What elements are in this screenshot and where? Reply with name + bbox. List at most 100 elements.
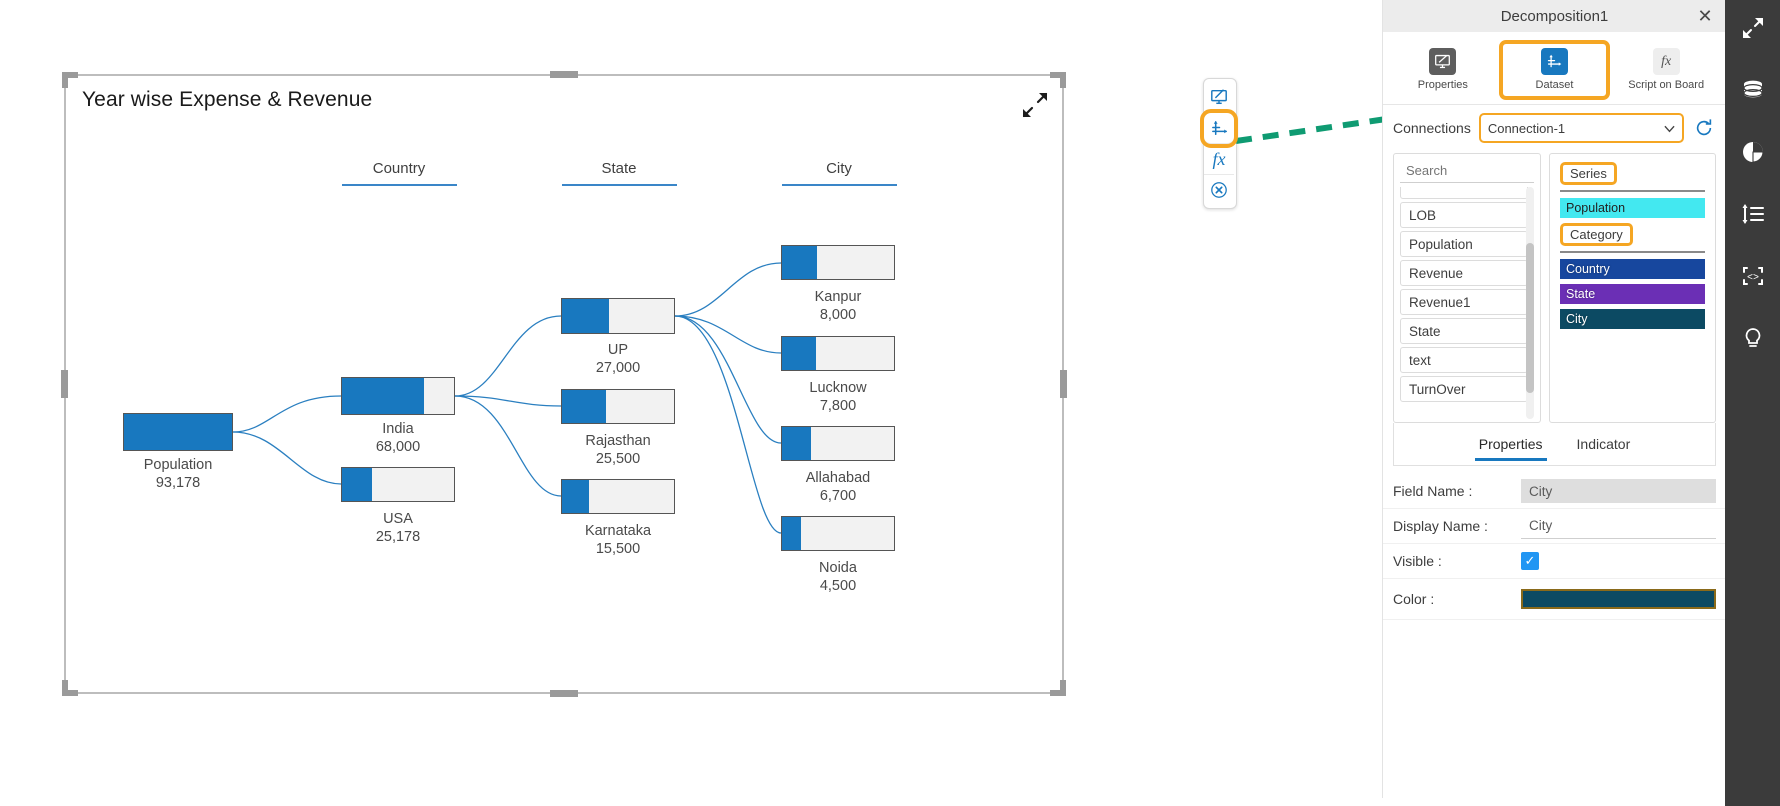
page-title: Year wise Expense & Revenue <box>82 88 373 111</box>
script-fx-icon: fx <box>1652 48 1680 75</box>
dataset-icon[interactable] <box>1200 109 1238 148</box>
tree-node-usa[interactable] <box>341 467 455 502</box>
resize-handle-top-left-v[interactable] <box>62 72 68 88</box>
function-icon[interactable]: fx <box>1204 144 1234 175</box>
fields-list-box: LOB Population Revenue Revenue1 State te… <box>1393 153 1541 423</box>
tree-node-lucknow[interactable] <box>781 336 895 371</box>
node-bar-fill <box>782 427 812 460</box>
connection-select[interactable]: Connection-1 <box>1478 113 1684 143</box>
column-header-rule <box>781 184 897 186</box>
row-display-name: Display Name : City <box>1383 509 1726 544</box>
resize-handle-bottom-right[interactable] <box>1050 690 1066 696</box>
list-item[interactable]: Revenue <box>1400 260 1528 286</box>
field-item-partial[interactable] <box>1400 187 1528 199</box>
tab-script-on-board[interactable]: fx Script on Board <box>1610 40 1722 100</box>
close-circle-icon[interactable] <box>1204 175 1234 205</box>
tree-node-kanpur-label: Kanpur 8,000 <box>814 289 862 323</box>
pie-chart-icon[interactable] <box>1733 132 1773 172</box>
refresh-icon[interactable] <box>1692 116 1716 140</box>
color-swatch[interactable] <box>1521 589 1716 609</box>
expand-arrows-icon[interactable] <box>1018 88 1052 122</box>
tab-properties[interactable]: Properties <box>1387 40 1499 100</box>
expand-icon[interactable] <box>1733 8 1773 48</box>
tree-node-allahabad[interactable] <box>781 426 895 461</box>
tree-node-up[interactable] <box>561 298 675 334</box>
row-field-name: Field Name : City <box>1383 474 1726 509</box>
column-header-rule <box>341 184 457 186</box>
tab-script-label: Script on Board <box>1628 79 1705 91</box>
database-icon[interactable] <box>1733 70 1773 110</box>
resize-handle-bottom-right-v[interactable] <box>1060 680 1066 696</box>
field-name-value: City <box>1521 479 1716 503</box>
resize-handle-top-center[interactable] <box>550 71 578 78</box>
category-chip-country[interactable]: Country <box>1560 259 1705 279</box>
resize-handle-left-center[interactable] <box>61 370 68 398</box>
resize-handle-bottom-center[interactable] <box>550 690 578 697</box>
code-brackets-icon[interactable]: <> <box>1733 256 1773 296</box>
properties-form: Field Name : City Display Name : City Vi… <box>1383 474 1726 620</box>
fields-scrollbar[interactable] <box>1526 187 1534 419</box>
tree-node-allahabad-label: Allahabad 6,700 <box>805 470 871 504</box>
category-chip-state[interactable]: State <box>1560 284 1705 304</box>
panel-title: Decomposition1 <box>1500 7 1609 25</box>
node-bar-fill <box>782 337 816 370</box>
search-input[interactable] <box>1400 160 1534 183</box>
resize-handle-top-right-v[interactable] <box>1060 72 1066 88</box>
tree-node-rajasthan-label: Rajasthan 25,500 <box>585 433 651 467</box>
bins-box: Series Population Category Country State… <box>1549 153 1716 423</box>
column-header-state: State <box>561 160 677 186</box>
tree-connectors <box>232 262 782 534</box>
tree-node-usa-label: USA 25,178 <box>375 511 421 545</box>
resize-handle-top-right[interactable] <box>1050 72 1066 78</box>
widget-floating-toolbar[interactable]: fx <box>1200 78 1238 209</box>
tree-node-up-label: UP 27,000 <box>595 342 641 376</box>
dataset-axis-icon <box>1541 48 1568 75</box>
list-item[interactable]: text <box>1400 347 1528 373</box>
resize-handle-right-center[interactable] <box>1060 370 1067 398</box>
tab-indicator[interactable]: Indicator <box>1576 436 1631 452</box>
row-color: Color : <box>1383 579 1726 620</box>
chevron-down-icon <box>1664 121 1675 136</box>
connection-select-value: Connection-1 <box>1487 120 1566 136</box>
properties-monitor-icon <box>1429 48 1457 75</box>
node-bar-fill <box>124 414 232 450</box>
visible-checkbox[interactable]: ✓ <box>1521 552 1539 570</box>
series-chip-population[interactable]: Population <box>1560 198 1705 218</box>
tree-node-noida[interactable] <box>781 516 895 551</box>
tree-node-rajasthan[interactable] <box>561 389 675 424</box>
list-settings-icon[interactable] <box>1733 194 1773 234</box>
svg-text:<>: <> <box>1746 273 1758 284</box>
list-item[interactable]: Population <box>1400 231 1528 257</box>
properties-icon[interactable] <box>1204 82 1234 113</box>
list-item[interactable]: TurnOver <box>1400 376 1528 402</box>
series-bin-header: Series <box>1560 162 1617 185</box>
fields-scroll-area[interactable]: LOB Population Revenue Revenue1 State te… <box>1400 187 1534 419</box>
tree-node-lucknow-label: Lucknow 7,800 <box>809 380 867 414</box>
panel-title-bar: Decomposition1 ✕ <box>1383 0 1726 32</box>
tree-node-root[interactable] <box>123 413 233 451</box>
column-header-country: Country <box>341 160 457 186</box>
list-item[interactable]: LOB <box>1400 202 1528 228</box>
category-chip-city[interactable]: City <box>1560 309 1705 329</box>
tab-dataset[interactable]: Dataset <box>1498 40 1611 100</box>
list-item[interactable]: State <box>1400 318 1528 344</box>
resize-handle-bottom-left[interactable] <box>62 690 78 696</box>
node-bar-fill <box>562 480 589 513</box>
resize-handle-bottom-left-v[interactable] <box>62 680 68 696</box>
widget-selection-frame[interactable] <box>61 71 1067 697</box>
tree-node-karnataka[interactable] <box>561 479 675 514</box>
node-bar-fill <box>782 246 817 279</box>
visible-label: Visible : <box>1393 553 1442 569</box>
tab-properties-sub[interactable]: Properties <box>1474 427 1547 461</box>
list-item[interactable]: Revenue1 <box>1400 289 1528 315</box>
lightbulb-icon[interactable] <box>1733 318 1773 358</box>
node-bar-fill <box>342 468 373 501</box>
tree-node-kanpur[interactable] <box>781 245 895 280</box>
chart-canvas: Year wise Expense & Revenue Country Stat… <box>61 71 1530 697</box>
resize-handle-top-left[interactable] <box>62 72 78 78</box>
node-bar-fill <box>562 390 606 423</box>
scrollbar-thumb[interactable] <box>1526 243 1534 393</box>
tree-node-india[interactable] <box>341 377 455 415</box>
close-icon[interactable]: ✕ <box>1697 5 1713 26</box>
display-name-input[interactable]: City <box>1521 514 1716 539</box>
